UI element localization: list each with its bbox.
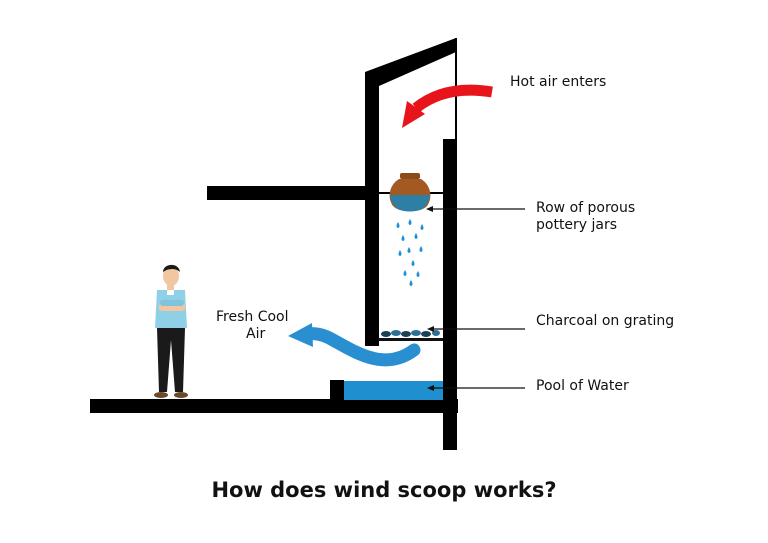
cool-air-arrow bbox=[288, 323, 421, 367]
label-pointers bbox=[426, 206, 525, 391]
right-tower-wall bbox=[443, 139, 457, 450]
hot-air-arrow bbox=[402, 84, 493, 128]
label-charcoal-on-grating: Charcoal on grating bbox=[536, 313, 675, 329]
ground-floor bbox=[90, 399, 458, 413]
label-fresh-cool-air-line1: Fresh Cool bbox=[216, 309, 289, 325]
overhang-roof bbox=[207, 186, 379, 200]
pool-of-water bbox=[344, 381, 443, 400]
left-tower-wall bbox=[365, 72, 379, 346]
label-fresh-cool-air-line2: Air bbox=[246, 326, 266, 342]
label-hot-air-enters: Hot air enters bbox=[510, 74, 607, 90]
tower-roof bbox=[365, 38, 456, 86]
pool-left-wall bbox=[330, 380, 344, 402]
person-figure bbox=[154, 264, 188, 398]
label-porous-jars-line1: Row of porous bbox=[536, 200, 636, 216]
water-droplets bbox=[396, 219, 424, 286]
label-porous-jars-line2: pottery jars bbox=[536, 217, 618, 233]
charcoal-grating bbox=[378, 330, 443, 341]
label-pool-of-water: Pool of Water bbox=[536, 378, 629, 394]
diagram-title: How does wind scoop works? bbox=[211, 478, 557, 502]
building-structure bbox=[90, 38, 458, 450]
pottery-jar bbox=[389, 173, 431, 212]
